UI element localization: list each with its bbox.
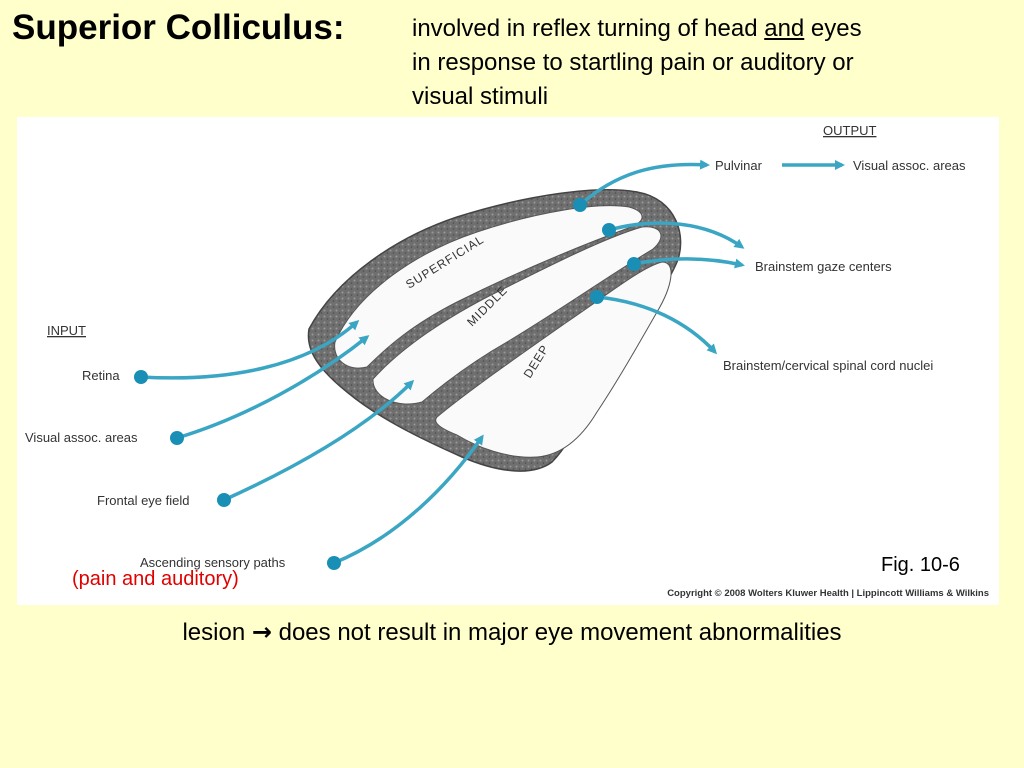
footer-post: does not result in major eye movement ab… <box>271 619 842 646</box>
lesion-statement: lesion → does not result in major eye mo… <box>0 618 1024 647</box>
retina-dot <box>134 370 148 384</box>
description: involved in reflex turning of head and e… <box>412 12 1012 114</box>
input-arrows <box>140 319 484 565</box>
frontal-eye-field-arrow <box>223 379 415 502</box>
deep-to-spinal-arrow <box>596 295 718 355</box>
pain-auditory-note: (pain and auditory) <box>72 568 239 590</box>
frontal-eye-field-dot <box>217 493 231 507</box>
input-label-retina: Retina <box>82 368 120 383</box>
input-label-visual-assoc: Visual assoc. areas <box>25 430 138 445</box>
output-dots <box>573 198 641 304</box>
figure-number: Fig. 10-6 <box>881 554 960 576</box>
input-dots <box>134 370 341 570</box>
input-header: INPUT <box>47 323 86 338</box>
superficial-dot <box>573 198 587 212</box>
output-label-visual-assoc: Visual assoc. areas <box>853 158 966 173</box>
diagram-figure: SUPERFICIAL MIDDLE DEEP INPUT OUTPUT Ret… <box>17 117 999 605</box>
deep-layer <box>435 261 672 458</box>
middle-to-gaze-arrow <box>608 221 745 249</box>
right-arrow-icon: → <box>251 618 272 646</box>
middle-dot <box>602 223 616 237</box>
visual-assoc-arrow <box>176 335 370 440</box>
output-label-gaze-centers: Brainstem gaze centers <box>755 259 892 274</box>
footer-pre: lesion <box>182 619 252 646</box>
output-arrows <box>578 159 845 355</box>
deep-dot <box>590 290 604 304</box>
description-line-2: in response to startling pain or auditor… <box>412 49 854 76</box>
ascending-sensory-dot <box>327 556 341 570</box>
middle-layer <box>372 226 662 405</box>
middle2-to-gaze-arrow <box>633 257 745 269</box>
output-label-pulvinar: Pulvinar <box>715 158 763 173</box>
input-label-ascending-sensory: Ascending sensory paths <box>140 555 286 570</box>
middle2-dot <box>627 257 641 271</box>
output-header: OUTPUT <box>823 123 877 138</box>
slide-title: Superior Colliculus: <box>12 8 345 47</box>
retina-arrow <box>140 319 360 380</box>
ascending-sensory-arrow <box>333 434 484 565</box>
visual-assoc-dot <box>170 431 184 445</box>
desc-underlined-and: and <box>764 15 805 42</box>
output-label-spinal-nuclei: Brainstem/cervical spinal cord nuclei <box>723 358 933 373</box>
desc-line1-post: eyes <box>804 15 862 42</box>
description-line-3: visual stimuli <box>412 83 549 110</box>
copyright-notice: Copyright © 2008 Wolters Kluwer Health |… <box>667 588 989 599</box>
superficial-to-pulvinar-arrow <box>578 159 710 207</box>
desc-line1-pre: involved in reflex turning of head <box>412 15 765 42</box>
description-line-1: involved in reflex turning of head and e… <box>412 12 1012 46</box>
input-label-frontal-eye-field: Frontal eye field <box>97 493 190 508</box>
colliculus-diagram: SUPERFICIAL MIDDLE DEEP INPUT OUTPUT Ret… <box>25 123 966 570</box>
